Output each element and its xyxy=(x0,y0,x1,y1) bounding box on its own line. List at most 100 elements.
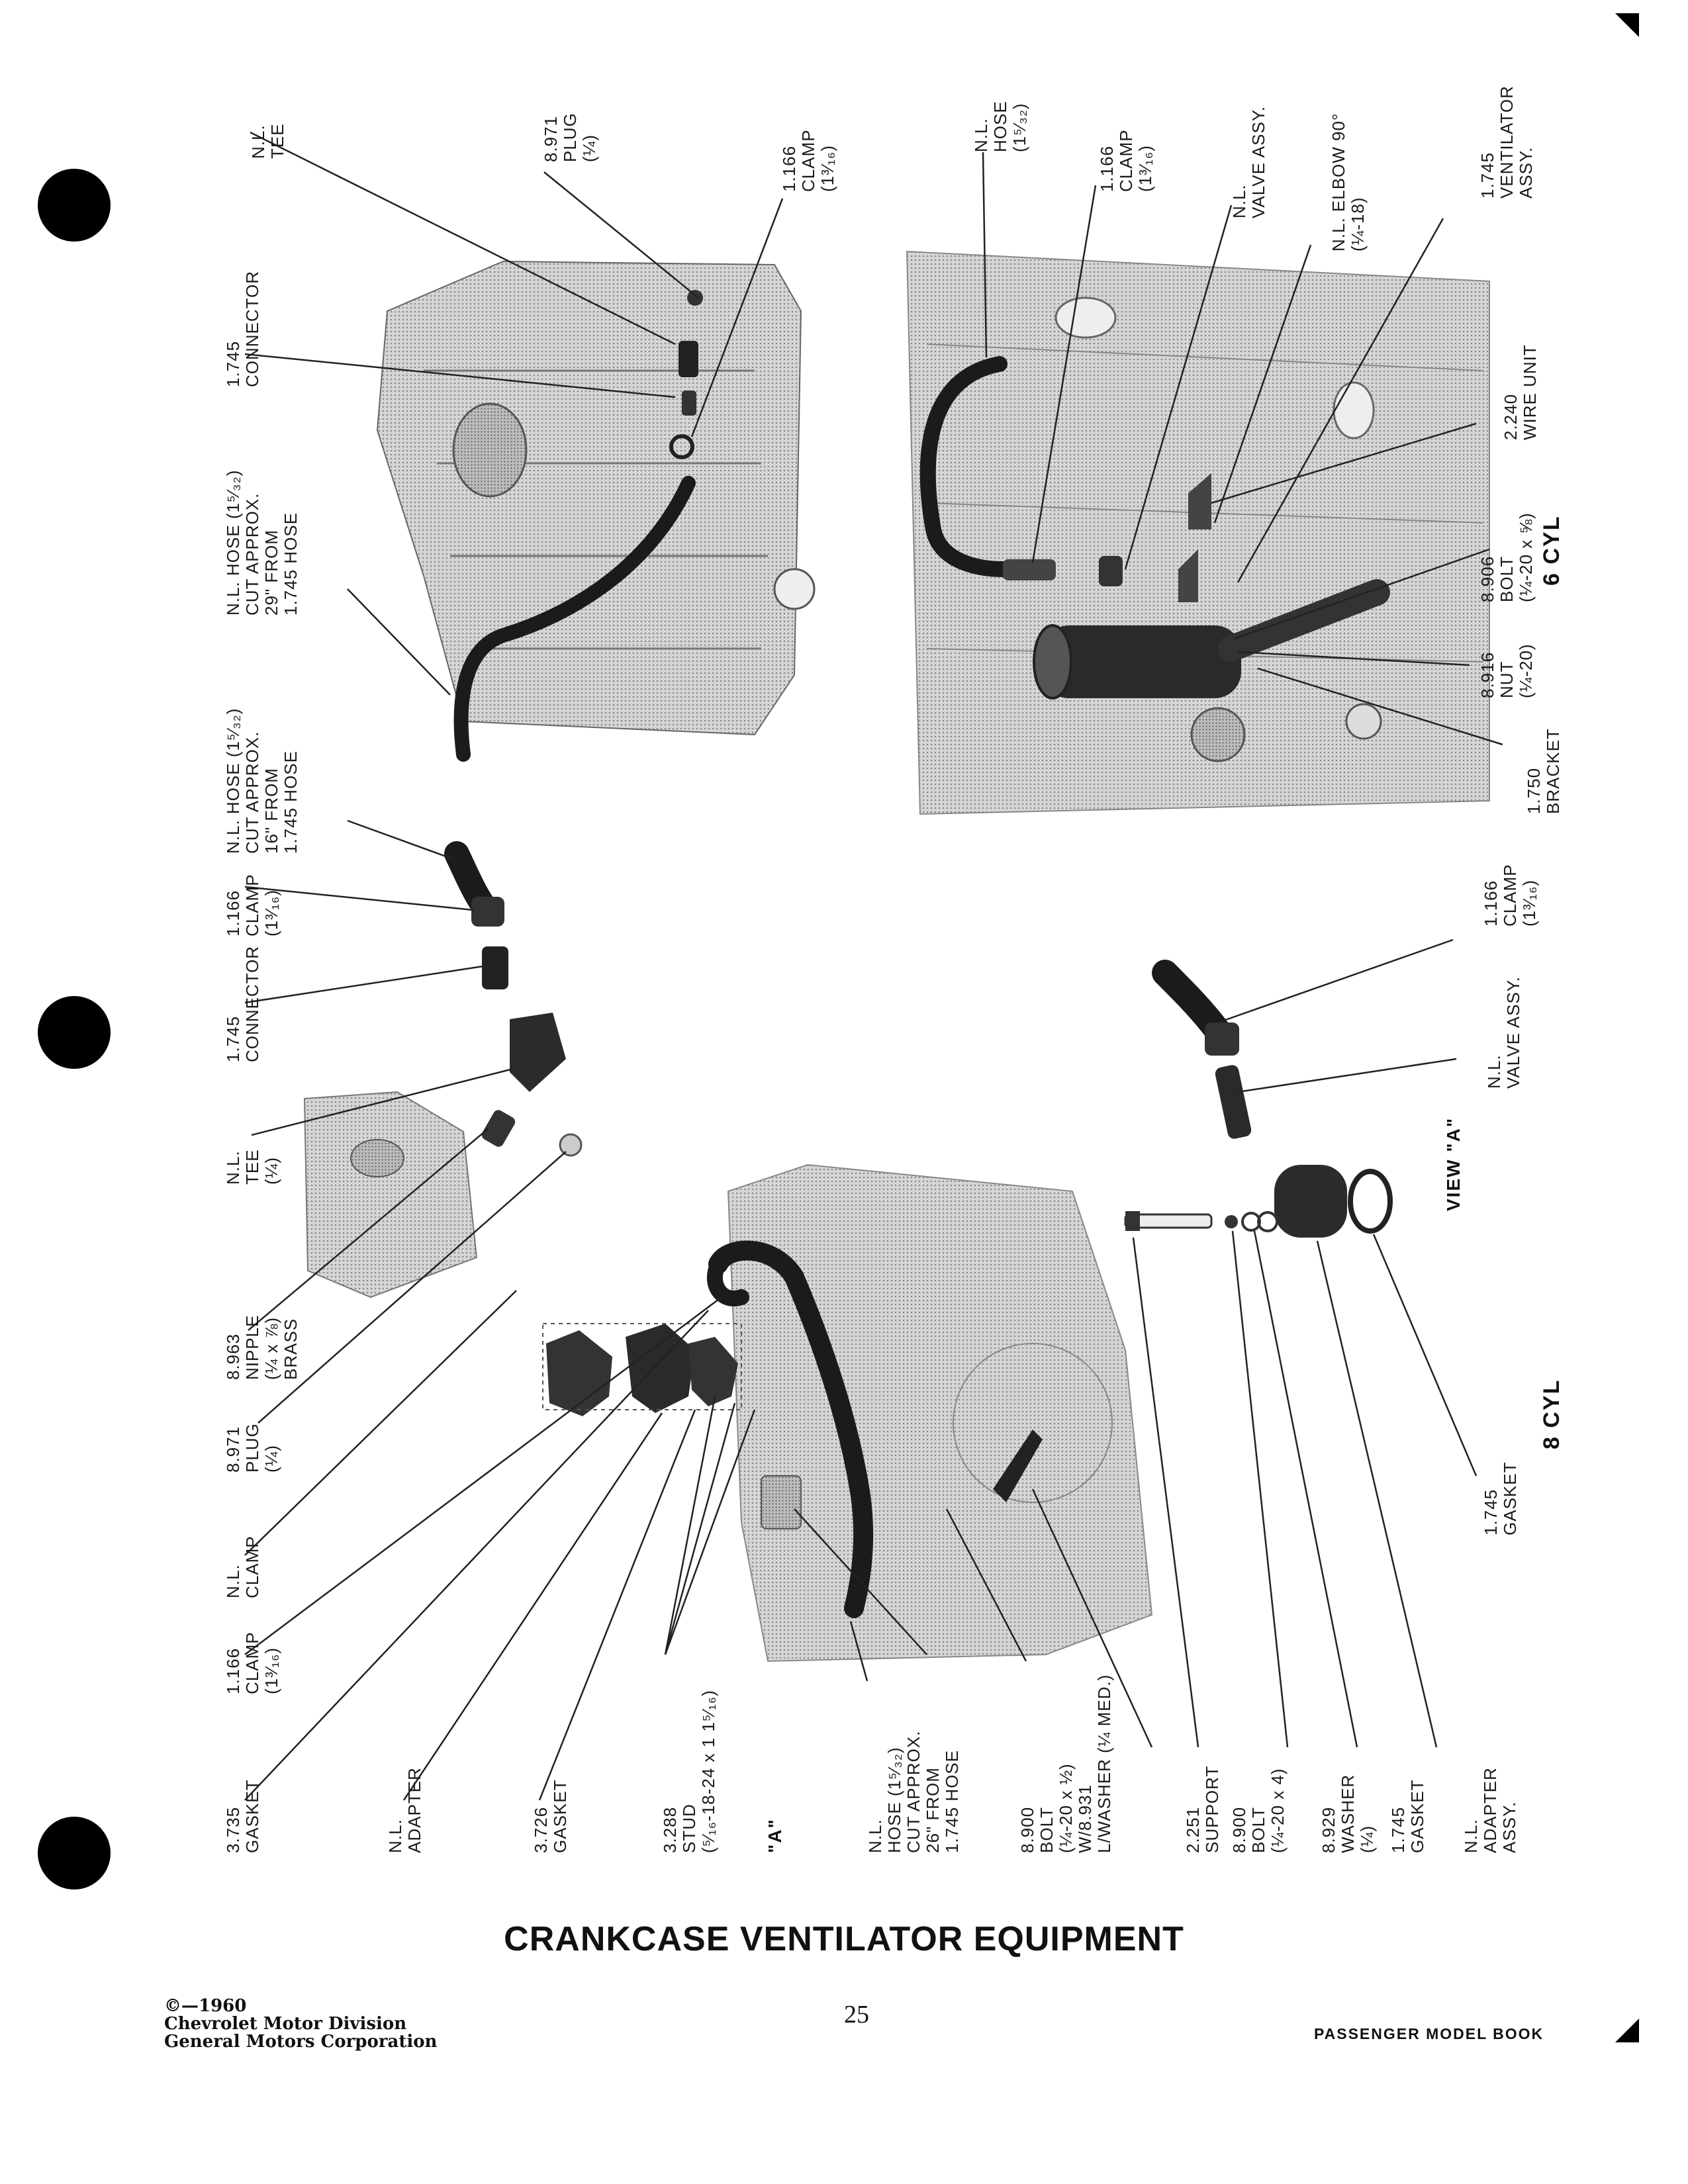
label-line: TEE xyxy=(267,123,287,159)
carburetor-illustration xyxy=(303,1091,478,1298)
label-line: N.L. HOSE (1⁵⁄₃₂) xyxy=(223,707,243,854)
label-line: 1.166 xyxy=(1481,880,1501,927)
page-title: CRANKCASE VENTILATOR EQUIPMENT xyxy=(504,1920,1184,1958)
label-line: 1.745 HOSE xyxy=(281,751,301,854)
label-line: CLAMP xyxy=(1116,129,1136,192)
engine-illustration-6-cyl xyxy=(906,250,1490,815)
label-line: 8.916 xyxy=(1477,651,1497,698)
label-line: ADAPTER xyxy=(404,1767,424,1853)
label-line: CLAMP xyxy=(798,129,818,192)
label-line: BOLT xyxy=(1248,1807,1268,1853)
label-line: 1.745 xyxy=(1477,152,1497,199)
corner-mark-bottom-right xyxy=(1615,2019,1639,2042)
section-label-6-cyl: 6 CYL xyxy=(1539,515,1564,586)
label-line: 1.166 xyxy=(223,1647,243,1694)
label-line: (¼-20 x ½) xyxy=(1056,1763,1076,1853)
label-line: (1⁵⁄₃₂) xyxy=(1009,103,1029,152)
label-line: ASSY. xyxy=(1516,146,1536,199)
label-line: 2.240 xyxy=(1501,393,1521,440)
label-line: HOSE (1⁵⁄₃₂) xyxy=(884,1747,904,1853)
label-line: 8.929 xyxy=(1319,1806,1338,1853)
label-line: N.L. HOSE (1⁵⁄₃₂) xyxy=(223,469,243,615)
label-line: N.L. xyxy=(1461,1819,1481,1853)
label-adapter-nl: N.L.ADAPTER xyxy=(348,1767,463,1853)
label-line: STUD xyxy=(679,1803,699,1853)
label-line: 8.900 xyxy=(1229,1806,1249,1853)
label-line: (1³⁄₁₆) xyxy=(261,889,281,936)
label-line: NUT xyxy=(1497,660,1517,698)
label-line: BRASS xyxy=(281,1318,301,1380)
label-line: CLAMP xyxy=(1500,864,1520,927)
label-line: GASKET xyxy=(550,1779,570,1853)
exploded-tee-assembly xyxy=(444,841,583,1157)
label-line: N.L. xyxy=(223,1564,243,1598)
label-elbow-nl: N.L. ELBOW 90°(¼-18) xyxy=(1291,113,1406,251)
view-a-marker: "A" xyxy=(765,1818,785,1853)
label-line: (¼) xyxy=(579,134,599,162)
label-line: CUT APPROX. xyxy=(242,492,262,615)
label-line: 26" FROM xyxy=(923,1767,943,1853)
label-line: (¼) xyxy=(261,1445,281,1473)
label-line: 8.971 xyxy=(223,1426,243,1473)
label-line: CONNECTOR xyxy=(242,945,262,1062)
label-line: VENTILATOR xyxy=(1497,85,1517,199)
label-line: GASKET xyxy=(1500,1461,1520,1535)
label-line: 1.745 HOSE xyxy=(942,1750,962,1853)
label-line: 1.745 xyxy=(1388,1806,1408,1853)
label-line: ADAPTER xyxy=(1480,1767,1500,1853)
book-title: PASSENGER MODEL BOOK xyxy=(1314,2025,1544,2042)
label-line: N.L. xyxy=(865,1819,885,1853)
label-line: L/WASHER (¼ MED.) xyxy=(1094,1674,1114,1853)
label-line: PLUG xyxy=(560,113,580,162)
label-line: NIPPLE xyxy=(242,1314,262,1381)
label-line: CONNECTOR xyxy=(242,270,262,387)
label-line: 3.735 xyxy=(223,1806,243,1853)
label-line: 3.726 xyxy=(531,1806,551,1853)
label-line: (1³⁄₁₆) xyxy=(818,144,837,192)
label-valve-assy-8: N.L.VALVE ASSY. xyxy=(1446,976,1562,1089)
label-line: W/8.931 xyxy=(1075,1784,1095,1853)
section-label-view-a: VIEW "A" xyxy=(1443,1116,1464,1211)
label-line: BOLT xyxy=(1497,556,1517,602)
label-line: 1.745 xyxy=(1481,1488,1501,1535)
label-line: VALVE ASSY. xyxy=(1248,106,1268,218)
label-line: 8.900 xyxy=(1017,1806,1037,1853)
view-a-parts xyxy=(1124,960,1393,1238)
label-line: (⁵⁄₁₆-18-24 x 1 1⁵⁄₁₆) xyxy=(698,1690,718,1853)
binder-hole-top xyxy=(38,169,111,242)
label-line: HOSE xyxy=(990,101,1010,152)
label-line: 8.906 xyxy=(1477,555,1497,602)
label-line: N.L. xyxy=(971,118,991,152)
corner-mark-top-right xyxy=(1615,13,1639,37)
label-line: 1.745 xyxy=(223,1015,243,1062)
binder-hole-middle xyxy=(38,996,111,1069)
label-line: CLAMP xyxy=(242,874,262,936)
label-line: BRACKET xyxy=(1543,728,1563,814)
label-line: (¼ x ⅞) xyxy=(261,1316,281,1380)
label-line: CLAMP xyxy=(242,1631,262,1694)
label-line: 3.288 xyxy=(660,1806,680,1853)
label-line: N.L. xyxy=(248,124,268,159)
label-line: N.L. xyxy=(1484,1054,1504,1089)
label-nl-clamp: N.L.CLAMP xyxy=(185,1535,301,1598)
